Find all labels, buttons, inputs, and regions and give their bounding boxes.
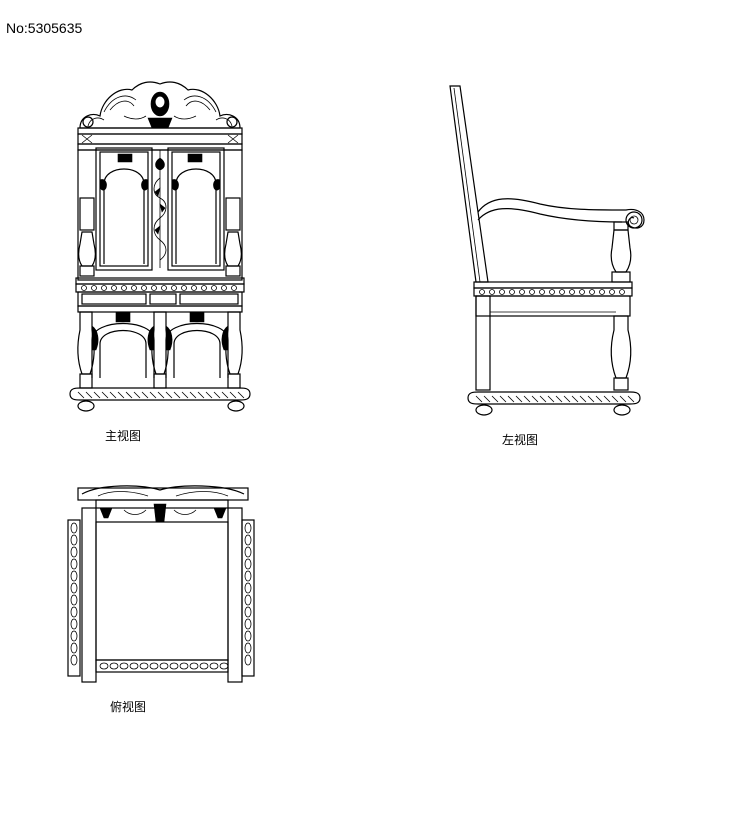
- side-rope-molding: [475, 395, 635, 403]
- front-view-label: 主视图: [105, 429, 142, 443]
- catalog-number: No:5305635: [6, 20, 83, 36]
- top-view-label: 俯视图: [110, 700, 147, 714]
- front-crest-carving: [79, 81, 241, 129]
- front-rope-molding: [77, 391, 245, 399]
- top-left-bead-rail: [70, 522, 78, 666]
- side-view: [449, 85, 645, 416]
- side-view-label: 左视图: [502, 433, 539, 447]
- front-bead-rail: [81, 285, 237, 291]
- top-right-bead-rail: [244, 522, 252, 666]
- top-view: [67, 485, 255, 683]
- side-bead-rail: [479, 289, 625, 295]
- front-view: [69, 81, 251, 412]
- top-front-bead-rail: [99, 662, 229, 670]
